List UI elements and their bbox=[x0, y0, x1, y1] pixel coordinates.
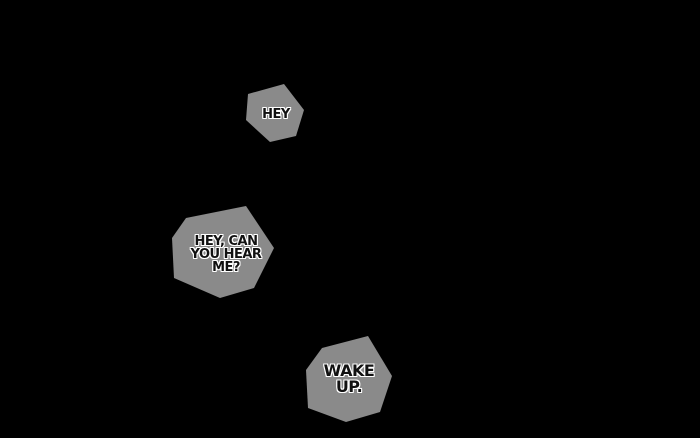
bubble-text-can-you-hear-me: HEY, CAN YOU HEAR ME? bbox=[190, 233, 262, 275]
speech-bubble-can-you-hear-me bbox=[172, 206, 274, 298]
bubble-shape bbox=[306, 336, 392, 422]
bubble-text-hey: HEY bbox=[262, 106, 290, 122]
bubble-text-wake-up: WAKE UP. bbox=[323, 361, 375, 396]
bubble-shape bbox=[246, 84, 304, 142]
speech-bubble-hey bbox=[246, 84, 304, 142]
speech-bubble-wake-up bbox=[306, 336, 392, 422]
bubble-shape bbox=[172, 206, 274, 298]
